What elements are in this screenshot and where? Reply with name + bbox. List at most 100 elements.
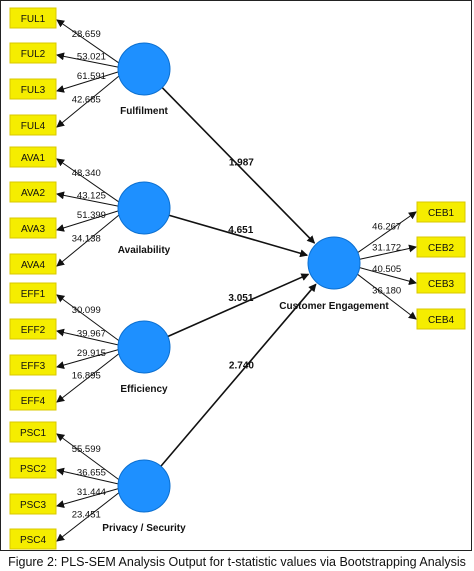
indicator-box xyxy=(9,493,57,515)
loading-arrow xyxy=(56,19,123,66)
latent-label-psc: Privacy / Security xyxy=(102,523,186,534)
loading-value: 29.915 xyxy=(77,348,106,359)
figure-caption: Figure 2: PLS-SEM Analysis Output for t-… xyxy=(8,555,466,569)
indicator-label: PSC2 xyxy=(20,464,47,475)
indicator-label: EFF4 xyxy=(21,396,46,407)
indicator-label: EFF3 xyxy=(21,361,46,372)
loading-arrow xyxy=(56,490,123,542)
loading-arrow xyxy=(56,212,123,267)
indicator-label: FUL4 xyxy=(21,121,46,132)
loading-value: 39.967 xyxy=(77,328,106,339)
loading-arrow xyxy=(56,328,123,347)
path-coefficient: 4.651 xyxy=(228,225,253,236)
target-indicator-label: CEB2 xyxy=(428,243,455,254)
loading-value: 48.340 xyxy=(72,168,101,179)
latent-construct-ful xyxy=(117,42,171,96)
target-indicator-label: CEB4 xyxy=(428,315,455,326)
loading-arrow xyxy=(56,433,123,483)
indicator-box xyxy=(9,253,57,275)
indicator-label: AVA2 xyxy=(21,188,46,199)
path-arrow xyxy=(167,273,310,338)
indicator-label: FUL1 xyxy=(21,14,46,25)
loading-arrow xyxy=(56,487,123,508)
target-loading-value: 36.180 xyxy=(372,286,401,297)
path-arrow xyxy=(161,87,316,244)
indicator-label: AVA4 xyxy=(21,260,46,271)
path-arrow xyxy=(160,283,317,467)
latent-label-ava: Availability xyxy=(118,245,171,256)
target-indicator-label: CEB3 xyxy=(428,279,455,290)
indicator-label: AVA3 xyxy=(21,224,46,235)
latent-label-eff: Efficiency xyxy=(120,384,168,395)
loading-value: 31.444 xyxy=(77,487,106,498)
pls-sem-diagram: 28.659FUL153.021FUL261.591FUL342.685FUL4… xyxy=(9,7,466,550)
indicator-box xyxy=(9,354,57,376)
loading-value: 43.125 xyxy=(77,190,106,201)
loading-arrow xyxy=(56,467,123,486)
loading-arrow xyxy=(56,351,123,403)
loading-value: 36.655 xyxy=(77,467,106,478)
target-loading-arrow xyxy=(357,211,417,254)
latent-construct-psc xyxy=(117,459,171,513)
indicator-box xyxy=(9,457,57,479)
loading-value: 55.599 xyxy=(72,444,101,455)
target-loading-arrow xyxy=(357,266,417,286)
loading-arrow xyxy=(56,294,123,344)
indicator-box xyxy=(9,78,57,100)
loading-arrow xyxy=(56,52,122,69)
indicator-box xyxy=(9,318,57,340)
indicator-label: PSC1 xyxy=(20,428,47,439)
target-indicator-box xyxy=(416,201,466,223)
path-coefficient: 3.051 xyxy=(228,293,253,304)
loading-arrow xyxy=(56,158,123,205)
loading-value: 51.399 xyxy=(77,210,106,221)
loading-value: 23.451 xyxy=(72,510,101,521)
latent-construct-ava xyxy=(117,181,171,235)
indicator-box xyxy=(9,389,57,411)
indicator-label: FUL2 xyxy=(21,49,46,60)
loading-value: 42.685 xyxy=(72,95,101,106)
connections-layer xyxy=(56,19,417,542)
loading-value: 53.021 xyxy=(77,51,106,62)
latent-construct-eff xyxy=(117,320,171,374)
loading-value: 30.099 xyxy=(72,305,101,316)
path-arrow xyxy=(168,214,309,258)
target-loading-arrow xyxy=(357,273,417,320)
indicator-box xyxy=(9,7,57,29)
target-indicator-box xyxy=(416,272,466,294)
indicator-box xyxy=(9,528,57,550)
path-coefficient: 1.987 xyxy=(229,157,254,168)
indicator-box xyxy=(9,114,57,136)
loading-arrow xyxy=(56,191,122,208)
loading-value: 34.138 xyxy=(72,234,101,245)
shapes-layer: 28.659FUL153.021FUL261.591FUL342.685FUL4… xyxy=(9,7,466,550)
indicator-box xyxy=(9,421,57,443)
indicator-label: AVA1 xyxy=(21,153,46,164)
loading-arrow xyxy=(56,73,123,128)
loading-arrow xyxy=(56,70,123,93)
indicator-box xyxy=(9,42,57,64)
indicator-label: EFF2 xyxy=(21,325,46,336)
indicator-label: PSC4 xyxy=(20,535,47,546)
loading-value: 28.659 xyxy=(72,29,101,40)
target-indicator-box xyxy=(416,236,466,258)
indicator-box xyxy=(9,282,57,304)
indicator-box xyxy=(9,217,57,239)
path-coefficient: 2.740 xyxy=(229,361,254,372)
indicator-box xyxy=(9,146,57,168)
target-loading-value: 40.505 xyxy=(372,264,401,275)
indicator-label: PSC3 xyxy=(20,500,47,511)
latent-label-ful: Fulfilment xyxy=(120,106,168,117)
latent-construct-target xyxy=(307,236,361,290)
target-indicator-label: CEB1 xyxy=(428,208,455,219)
target-indicator-box xyxy=(416,308,466,330)
loading-arrow xyxy=(56,348,123,369)
target-loading-value: 46.267 xyxy=(372,221,401,232)
latent-label-target: Customer Engagement xyxy=(279,301,389,312)
indicator-box xyxy=(9,181,57,203)
target-loading-value: 31.172 xyxy=(372,242,401,253)
loading-value: 61.591 xyxy=(77,71,106,82)
loading-arrow xyxy=(56,209,123,232)
indicator-label: EFF1 xyxy=(21,289,46,300)
